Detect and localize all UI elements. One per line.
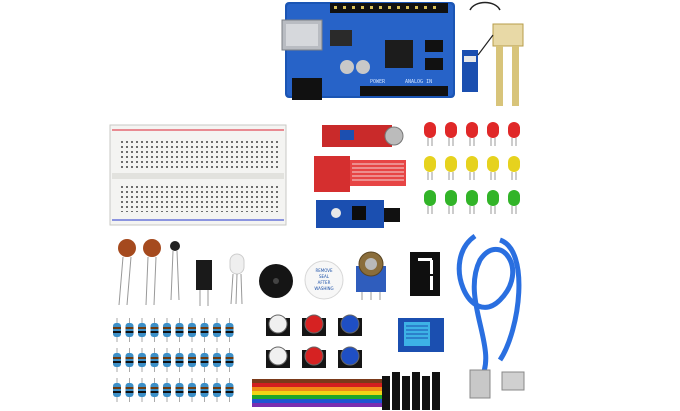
resistor bbox=[113, 318, 121, 342]
resistor bbox=[225, 348, 234, 372]
led bbox=[424, 156, 436, 180]
led bbox=[508, 122, 520, 146]
tactile-button bbox=[266, 346, 290, 368]
buzzer-label-line-4: WASHING bbox=[314, 286, 333, 291]
passive-buzzer: REMOVE SEAL AFTER WASHING bbox=[304, 260, 344, 300]
tactile-button bbox=[338, 346, 362, 368]
resistor bbox=[225, 318, 234, 342]
resistor bbox=[200, 348, 209, 372]
tactile-button bbox=[266, 314, 290, 336]
resistor bbox=[188, 378, 196, 402]
led bbox=[487, 190, 499, 214]
led bbox=[487, 156, 499, 180]
resistor bbox=[213, 378, 221, 402]
board-analog-label: ANALOG IN bbox=[405, 79, 432, 85]
resistor bbox=[150, 318, 159, 342]
resistor bbox=[125, 378, 134, 402]
resistor bbox=[113, 378, 121, 402]
push-buttons bbox=[266, 314, 362, 368]
resistor bbox=[163, 348, 171, 372]
usb-cable bbox=[456, 233, 525, 399]
tilt-switch bbox=[196, 260, 212, 306]
resistors bbox=[113, 318, 234, 402]
led bbox=[466, 122, 478, 146]
temperature-humidity-sensor bbox=[398, 318, 444, 352]
led-grid bbox=[424, 122, 520, 214]
active-buzzer bbox=[259, 264, 293, 298]
resistor bbox=[225, 378, 234, 402]
resistor bbox=[150, 348, 159, 372]
resistor bbox=[200, 378, 209, 402]
resistor bbox=[163, 318, 171, 342]
jumper-wires bbox=[252, 372, 440, 410]
buzzer-label-line-3: AFTER bbox=[318, 280, 331, 285]
resistor bbox=[200, 318, 209, 342]
photoresistors bbox=[118, 239, 180, 306]
resistor bbox=[113, 348, 121, 372]
led bbox=[508, 156, 520, 180]
resistor bbox=[213, 348, 221, 372]
tactile-button bbox=[302, 314, 326, 336]
led bbox=[487, 122, 499, 146]
resistor bbox=[138, 378, 146, 402]
resistor bbox=[213, 318, 221, 342]
tactile-button bbox=[302, 346, 326, 368]
water-level-sensor bbox=[314, 156, 406, 192]
led bbox=[445, 122, 457, 146]
resistor bbox=[125, 318, 134, 342]
resistor bbox=[138, 318, 146, 342]
resistor bbox=[138, 348, 146, 372]
resistor bbox=[188, 348, 196, 372]
led bbox=[424, 190, 436, 214]
led bbox=[466, 156, 478, 180]
resistor bbox=[175, 318, 184, 342]
breadboard bbox=[109, 124, 287, 226]
resistor bbox=[125, 348, 134, 372]
resistor bbox=[188, 318, 196, 342]
led bbox=[424, 122, 436, 146]
led bbox=[466, 190, 478, 214]
soil-moisture-sensor bbox=[462, 1, 524, 106]
buzzer-label-line-2: SEAL bbox=[319, 274, 330, 279]
resistor bbox=[163, 378, 171, 402]
buzzer-label-line-1: REMOVE bbox=[315, 268, 333, 273]
resistor bbox=[175, 348, 184, 372]
rgb-led bbox=[229, 253, 245, 305]
led bbox=[445, 156, 457, 180]
resistor bbox=[175, 378, 184, 402]
board-power-label: POWER bbox=[370, 79, 386, 85]
resistor bbox=[150, 378, 159, 402]
led bbox=[445, 190, 457, 214]
tactile-button bbox=[338, 314, 362, 336]
led bbox=[508, 190, 520, 214]
ir-sensor-module bbox=[316, 200, 400, 228]
sound-sensor-module bbox=[322, 125, 404, 147]
seven-segment-display bbox=[410, 252, 440, 296]
microcontroller-board: POWER ANALOG IN bbox=[281, 2, 455, 100]
potentiometer bbox=[356, 251, 386, 300]
